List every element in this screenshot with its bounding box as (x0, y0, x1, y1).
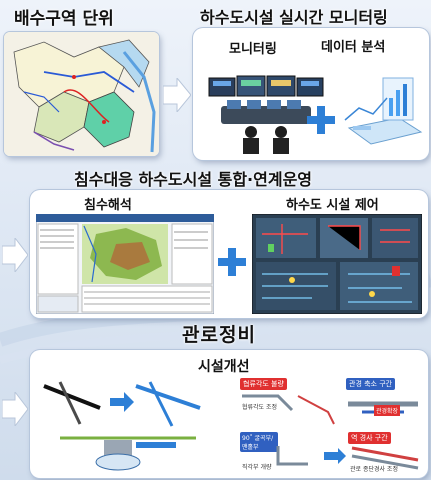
monitoring-panel: 모니터링 데이터 분석 (193, 28, 429, 160)
pipeline-panel: 시설개선 협류각도 불량 관경 축소 구간 협류각도 조정 관경확장 90˚ 굴… (30, 350, 428, 478)
pipe-improvement-illustration (40, 378, 216, 474)
tag-diameter-reduction: 관경 축소 구간 (346, 378, 396, 390)
district-map-panel (4, 32, 159, 156)
tag-angle-adjust: 협류각도 조정 (242, 404, 278, 411)
tag-bend-manhole: 90˚ 굴곡부/ 맨홀부 (240, 432, 278, 452)
tag-confluence-angle: 협류각도 불량 (240, 378, 287, 390)
pipe-tags-top: 협류각도 불량 관경 축소 구간 협류각도 조정 관경확장 (238, 378, 424, 428)
tag-diameter-expand: 관경확장 (374, 405, 401, 416)
district-map (4, 32, 159, 156)
data-analysis-illustration (344, 77, 423, 145)
integration-title: 침수대응 하수도시설 통합·연계운영 (74, 170, 313, 189)
monitoring-title: 하수도시설 실시간 모니터링 (200, 8, 388, 27)
arrow-right-icon (2, 392, 28, 426)
slope-diagram (276, 446, 419, 470)
tag-slope-adjust: 관로 종단경사 조정 (350, 466, 398, 473)
plus-icon (307, 106, 335, 134)
analysis-label: 데이터 분석 (321, 40, 386, 55)
facility-improve-label: 시설개선 (198, 359, 250, 375)
sewer-control-screen (252, 214, 422, 314)
plus-icon (218, 248, 246, 276)
control-room-illustration (208, 75, 324, 154)
pipe-tags-bottom: 90˚ 굴곡부/ 맨홀부 역 경사 구간 직각부 개량 관로 종단경사 조정 (238, 432, 424, 476)
tag-reverse-slope: 역 경사 구간 (348, 432, 391, 444)
integration-panel: 침수해석 하수도 시설 제어 (30, 190, 428, 318)
arrow-right-icon (163, 78, 191, 112)
sewer-control-label: 하수도 시설 제어 (286, 198, 379, 213)
monitor-label: 모니터링 (229, 42, 277, 57)
flood-analysis-screen (36, 214, 214, 314)
arrow-right-icon (2, 238, 28, 272)
flood-analysis-label: 침수해석 (84, 198, 132, 213)
tag-right-angle-improve: 직각부 개량 (242, 464, 272, 471)
pipeline-title: 관로정비 (182, 324, 256, 346)
district-title: 배수구역 단위 (14, 9, 114, 29)
